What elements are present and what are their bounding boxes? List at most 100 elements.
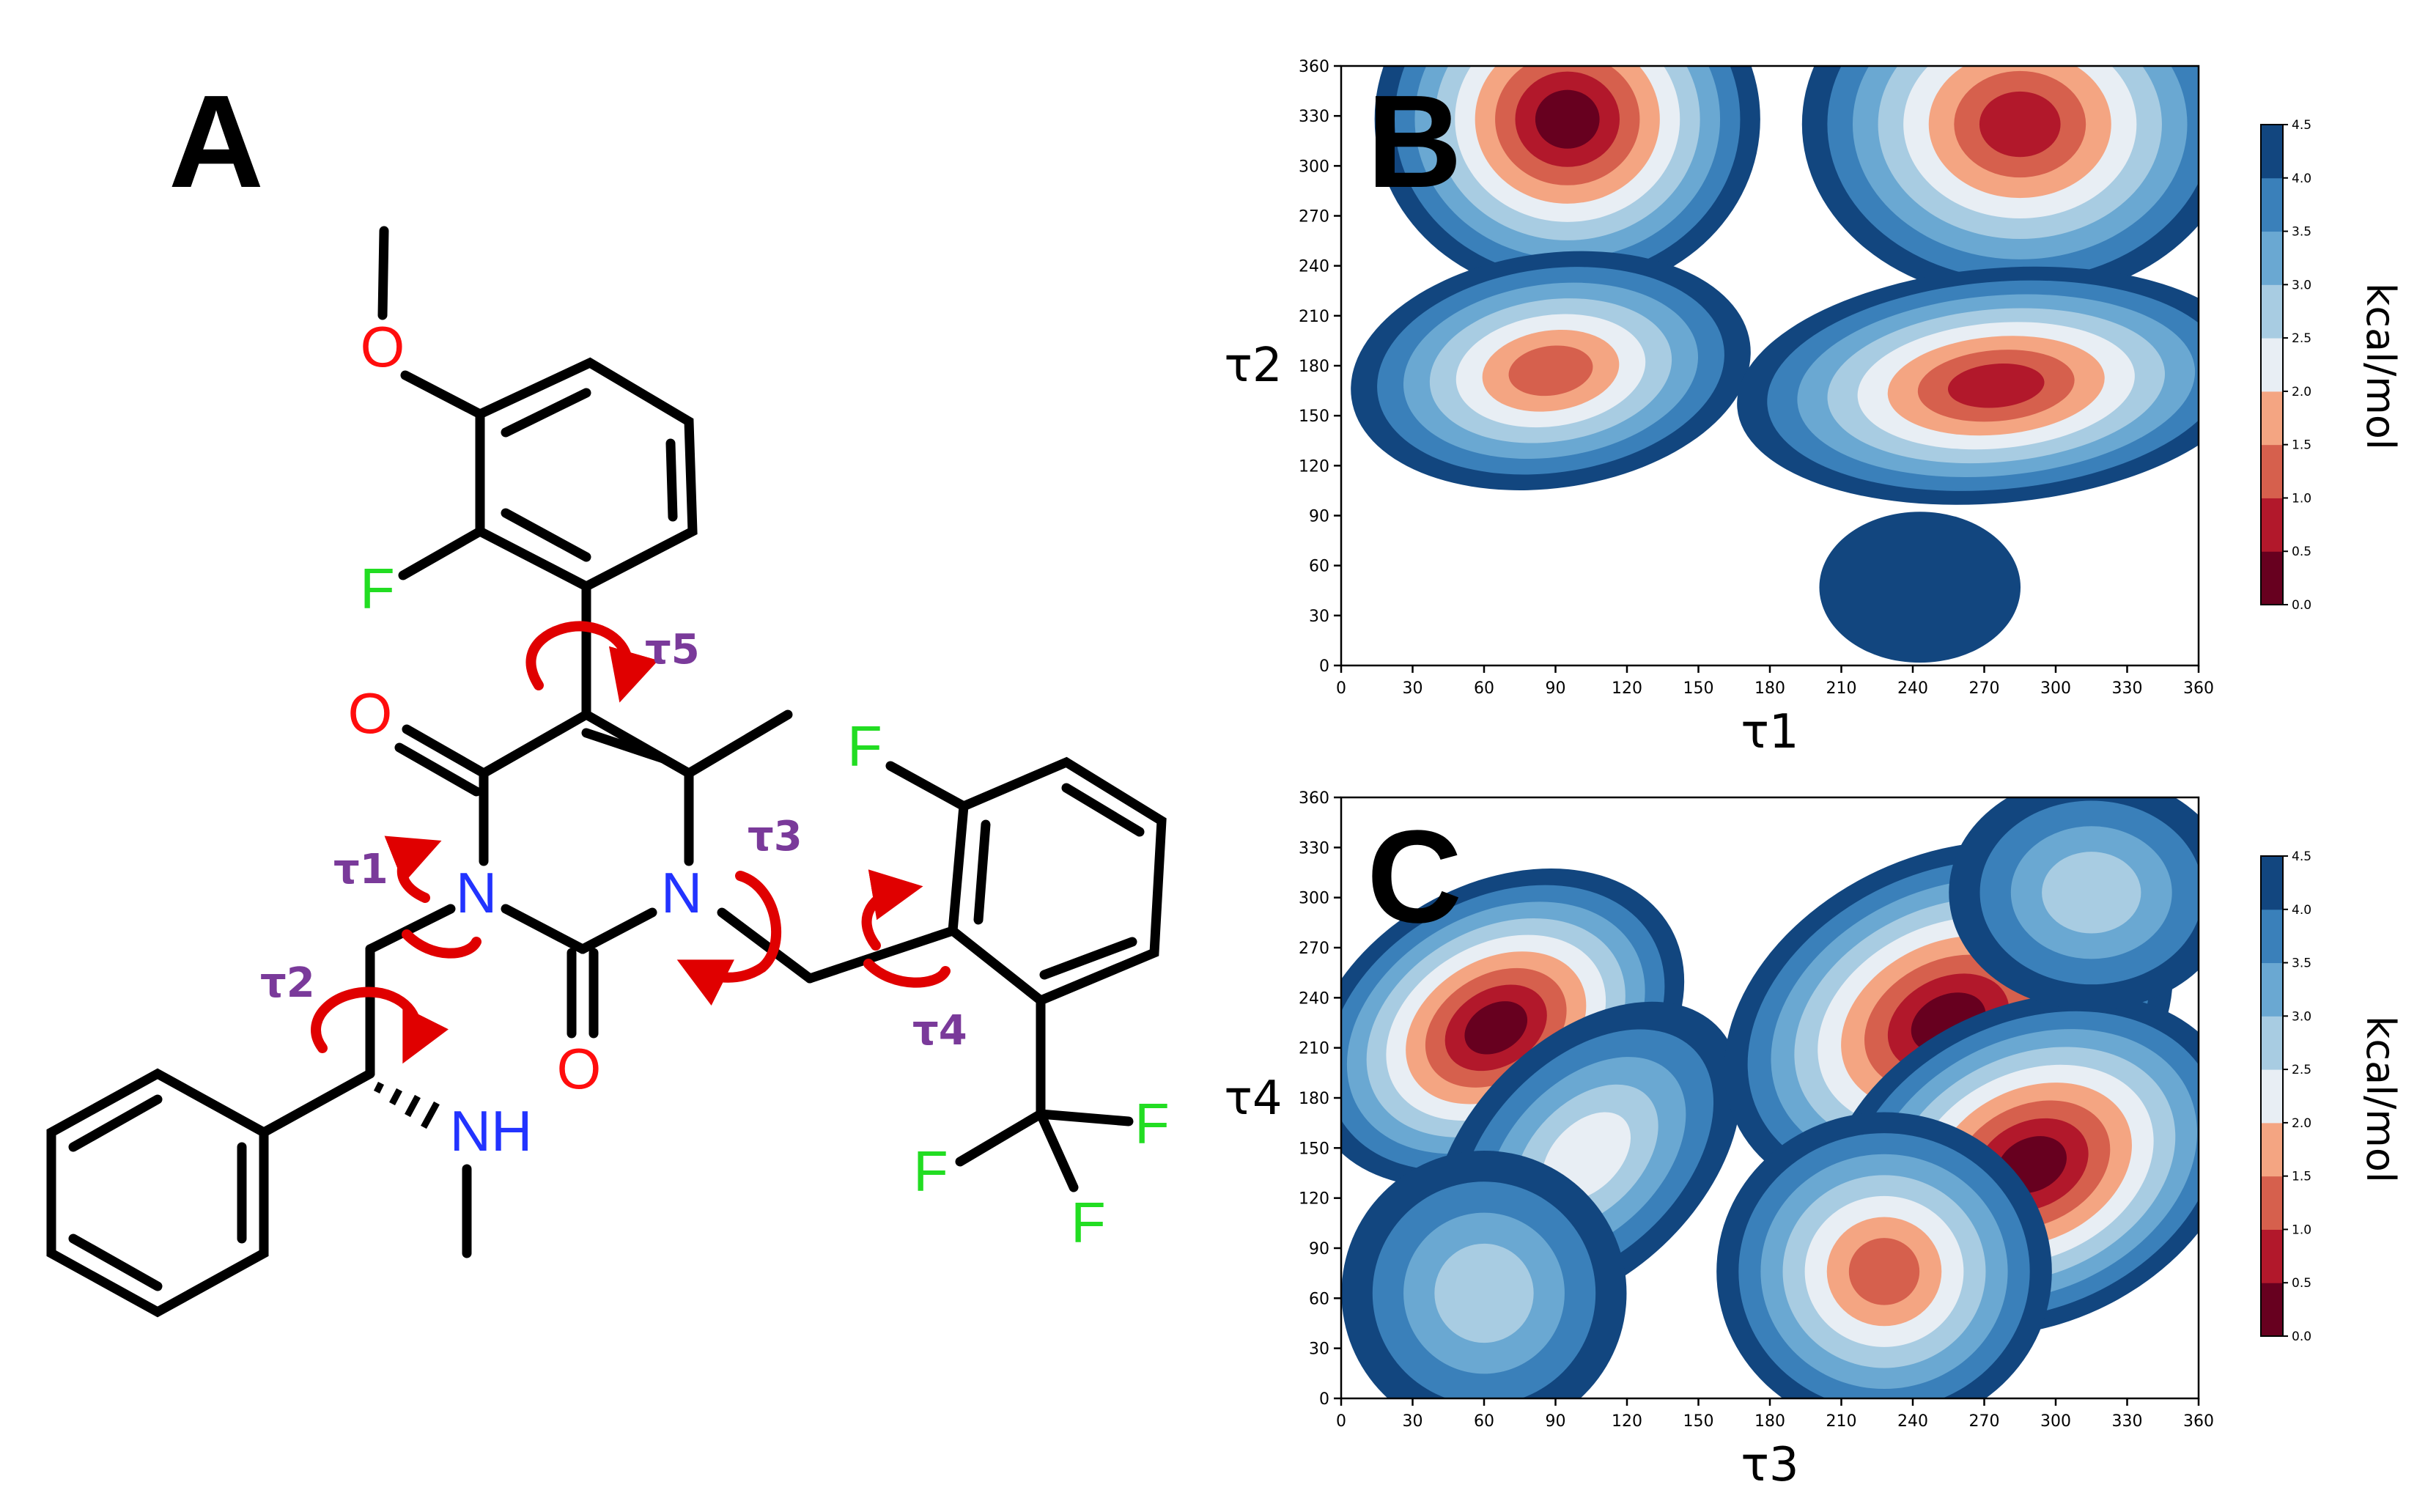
bond	[1036, 1109, 1079, 1192]
bond	[377, 226, 389, 320]
bond	[805, 926, 958, 984]
contour-basin-3-level-7	[1508, 345, 1593, 397]
torsion-arrow-5	[525, 621, 659, 703]
colorbar-swatch	[2261, 1283, 2283, 1337]
left-phenyl-ring	[46, 1068, 269, 1318]
bond	[501, 508, 591, 562]
colorbar-swatch	[2261, 909, 2283, 964]
bond	[394, 742, 481, 797]
bond	[684, 709, 793, 778]
x-tick-label: 90	[1546, 679, 1566, 698]
bond	[1036, 1109, 1134, 1126]
y-tick-label: 300	[1299, 158, 1329, 176]
bond	[479, 709, 591, 778]
y-tick-label: 90	[1309, 1240, 1329, 1258]
torsion-label-2: τ2	[260, 959, 315, 1007]
colorbar-tick-label: 0.0	[2292, 1330, 2311, 1344]
atom-fluorine-top: F	[360, 556, 395, 621]
panel-a-letter: A	[169, 68, 264, 215]
bond	[365, 904, 456, 954]
colorbar-tick-label: 2.0	[2292, 385, 2311, 399]
bond	[402, 724, 489, 778]
atom-oxygen-carbonyl-bottom: O	[557, 1036, 602, 1101]
colorbar-swatch	[2261, 125, 2283, 179]
x-tick-label: 210	[1826, 1412, 1857, 1431]
y-tick-label: 30	[1309, 608, 1329, 626]
bond	[955, 1109, 1046, 1167]
y-tick-label: 0	[1319, 657, 1329, 676]
colorbar-tick-label: 4.0	[2292, 172, 2311, 186]
colorbar-swatch	[2261, 338, 2283, 392]
bond	[68, 1094, 163, 1152]
y-tick-label: 60	[1309, 1290, 1329, 1308]
colorbar-tick-label: 3.5	[2292, 225, 2311, 240]
plot-c-ylabel: τ4	[1224, 1072, 1282, 1126]
x-tick-label: 180	[1754, 679, 1785, 698]
contour-basin-1-level-9	[1535, 89, 1600, 149]
torsion-label-3: τ3	[748, 813, 802, 860]
y-tick-label: 150	[1299, 407, 1329, 426]
colorbar-tick-label: 1.0	[2292, 491, 2311, 506]
x-tick-label: 360	[2183, 1412, 2214, 1431]
colorbar-swatch	[2261, 177, 2283, 232]
contour-basin-6-level-7	[1848, 1238, 1920, 1305]
hashed-wedge-bond	[373, 1081, 440, 1129]
torsion-label-1: τ1	[333, 846, 388, 893]
bond	[501, 388, 591, 438]
x-tick-label: 240	[1897, 1412, 1928, 1431]
y-tick-label: 360	[1299, 789, 1329, 808]
x-tick-label: 30	[1403, 1412, 1423, 1431]
colorbar-swatch	[2261, 551, 2283, 605]
bond	[400, 370, 485, 419]
bond	[501, 904, 588, 954]
plot-b-xlabel: τ1	[1741, 705, 1798, 759]
colorbar-tick-label: 3.5	[2292, 956, 2311, 971]
y-tick-label: 330	[1299, 108, 1329, 126]
torsion-arrow-1a	[384, 836, 442, 903]
plot-c-xlabel: τ3	[1741, 1438, 1798, 1492]
y-tick-label: 240	[1299, 258, 1329, 276]
colorbar-swatch	[2261, 962, 2283, 1017]
y-tick-label: 0	[1319, 1390, 1329, 1409]
bond	[68, 1233, 163, 1291]
x-tick-label: 0	[1336, 1412, 1346, 1431]
x-tick-label: 0	[1336, 679, 1346, 698]
atom-fluorine-cf3-bottom: F	[1071, 1190, 1106, 1255]
colorbar-swatch	[2261, 1122, 2283, 1177]
y-tick-label: 270	[1299, 940, 1329, 958]
y-tick-label: 90	[1309, 508, 1329, 526]
y-tick-label: 120	[1299, 1190, 1329, 1209]
bond	[578, 907, 657, 954]
atom-oxygen-carbonyl-top: O	[348, 681, 393, 745]
colorbar-tick-label: 3.0	[2292, 1009, 2311, 1024]
x-tick-label: 30	[1403, 679, 1423, 698]
molecule-bonds	[46, 226, 1167, 1318]
atom-fluorine-cf3-left: F	[913, 1139, 948, 1203]
atom-nitrogen-1: N	[456, 860, 497, 925]
colorbar-tick-label: 1.5	[2292, 438, 2311, 453]
y-tick-label: 210	[1299, 1040, 1329, 1058]
y-tick-label: 180	[1299, 1090, 1329, 1108]
bond	[885, 761, 969, 811]
x-tick-label: 330	[2112, 679, 2143, 698]
colorbar-swatch	[2261, 391, 2283, 446]
y-tick-label: 30	[1309, 1340, 1329, 1359]
colorbar-swatch	[2261, 1016, 2283, 1070]
x-tick-label: 360	[2183, 679, 2214, 698]
x-tick-label: 300	[2040, 679, 2071, 698]
x-tick-label: 60	[1474, 679, 1494, 698]
y-tick-label: 240	[1299, 989, 1329, 1008]
colorbar-frame	[2260, 124, 2284, 605]
atom-nh: NH	[450, 1099, 533, 1163]
x-tick-label: 240	[1897, 679, 1928, 698]
x-tick-label: 60	[1474, 1412, 1494, 1431]
x-tick-label: 90	[1546, 1412, 1566, 1431]
colorbar-tick-label: 1.5	[2292, 1170, 2311, 1184]
x-tick-label: 300	[2040, 1412, 2071, 1431]
plot-b-ylabel: τ2	[1224, 339, 1282, 393]
colorbar-swatch	[2261, 1176, 2283, 1230]
colorbar-frame	[2260, 855, 2284, 1337]
